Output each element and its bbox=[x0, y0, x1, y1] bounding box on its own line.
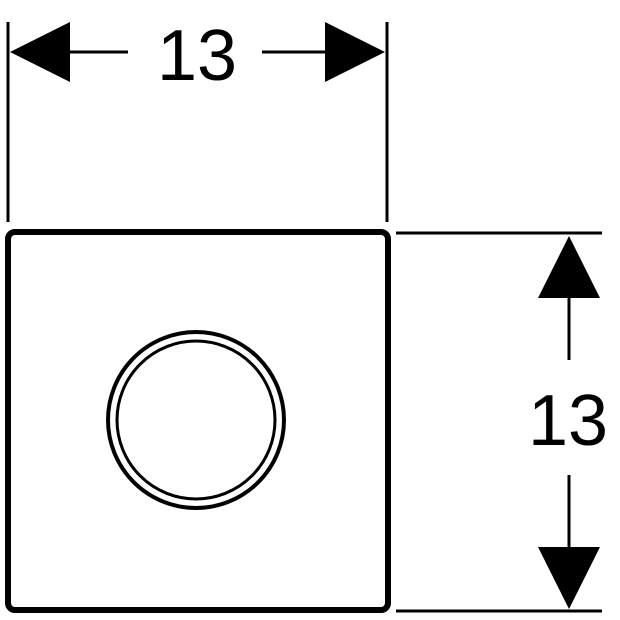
horizontal-dimension: 13 bbox=[6, 16, 389, 222]
square-plate bbox=[5, 229, 391, 613]
height-label: 13 bbox=[528, 381, 608, 461]
up-arrowhead-icon bbox=[538, 236, 600, 298]
vertical-dimension: 13 bbox=[396, 231, 608, 613]
left-arrowhead-icon bbox=[10, 22, 70, 82]
right-arrowhead-icon bbox=[325, 22, 385, 82]
width-label: 13 bbox=[157, 16, 237, 96]
button-inner-ring bbox=[115, 339, 277, 501]
down-arrowhead-icon bbox=[538, 547, 600, 609]
button-outer-ring bbox=[106, 330, 286, 510]
